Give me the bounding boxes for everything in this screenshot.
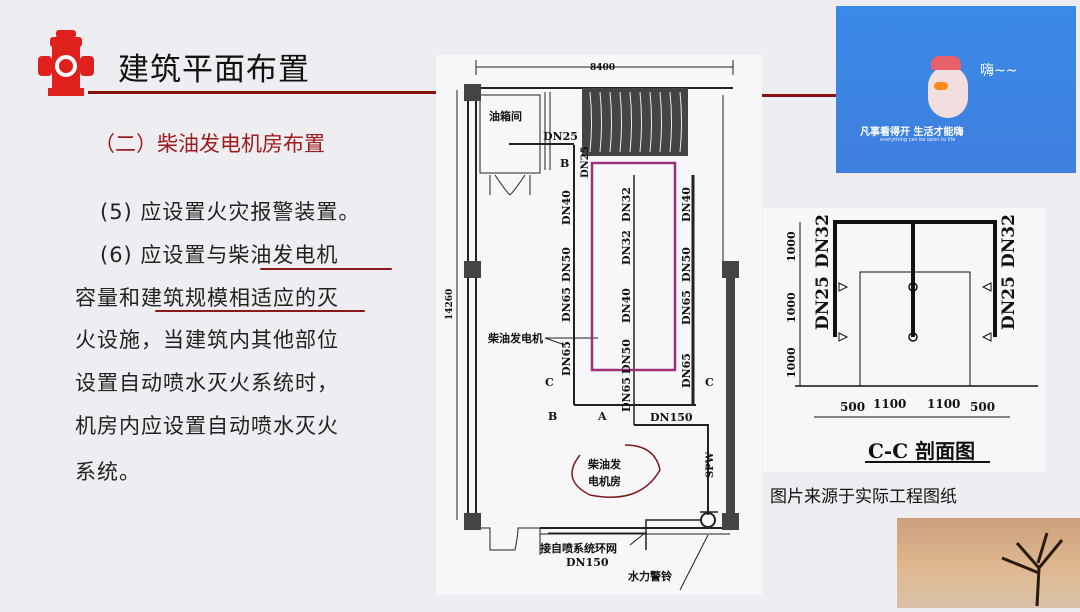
highlight-underline xyxy=(155,310,365,312)
section-title: C-C 剖面图 xyxy=(868,439,975,463)
oil-tank-room-label: 油箱间 xyxy=(489,109,522,123)
section-mark-b: B xyxy=(548,410,557,423)
pipe-label: DN40 xyxy=(560,190,573,225)
body-line: (6) 应设置与柴油发电机 xyxy=(100,243,339,267)
pipe-label: DN32 xyxy=(620,230,633,265)
title-divider xyxy=(88,91,436,94)
pipe-label: DN25 xyxy=(543,130,578,143)
body-line: 容量和建筑规模相适应的灭 xyxy=(75,286,339,310)
pipe-label: DN65 xyxy=(560,341,573,376)
page-title: 建筑平面布置 xyxy=(118,52,310,88)
section-mark-c: C xyxy=(545,376,554,389)
slogan-en-text: everything can be open to life xyxy=(880,137,956,143)
pipe-label: DN25 xyxy=(813,276,833,330)
dimension-width: 8400 xyxy=(590,63,615,73)
pipe-label: DN32 xyxy=(620,187,633,222)
pipe-label: SPW xyxy=(705,451,716,478)
pipe-label: DN65 xyxy=(620,377,633,412)
image-caption: 图片来源于实际工程图纸 xyxy=(770,487,957,507)
pipe-label: DN65 xyxy=(680,290,693,325)
pipe-label: DN25 xyxy=(999,276,1019,330)
dimension-height: 14260 xyxy=(445,289,455,320)
body-line: (5) 应设置火灾报警装置。 xyxy=(100,200,361,224)
height-dimension: 1000 xyxy=(785,231,798,262)
duck-beak xyxy=(934,82,948,90)
duck-hat xyxy=(931,56,961,70)
fire-hydrant-icon xyxy=(38,30,94,96)
pipe-label: DN50 xyxy=(560,247,573,282)
duck-mascot xyxy=(928,66,968,118)
height-dimension: 1000 xyxy=(785,292,798,323)
generator-label: 柴油发电机 xyxy=(487,331,543,345)
section-mark-b: B xyxy=(560,157,569,170)
body-line: 火设施，当建筑内其他部位 xyxy=(75,328,339,352)
body-line: 系统。 xyxy=(75,460,141,484)
pipe-label: DN32 xyxy=(999,214,1019,268)
height-dimension: 1000 xyxy=(785,347,798,378)
desert-photo xyxy=(897,518,1080,608)
title-divider-right xyxy=(762,94,838,97)
greeting-text: 嗨~~ xyxy=(980,63,1018,79)
body-line: 设置自动喷水灭火系统时， xyxy=(75,371,339,395)
width-dimension: 1100 xyxy=(873,397,906,411)
pipe-label: DN32 xyxy=(813,214,833,268)
dead-tree-icon xyxy=(1001,532,1064,607)
video-overlay: 嗨~~ 凡事看得开 生活才能嗨 everything can be open t… xyxy=(836,6,1076,173)
body-line: 机房内应设置自动喷水灭火 xyxy=(75,414,339,438)
room-label: 柴油发 xyxy=(587,457,622,471)
pipe-label: DN50 xyxy=(620,339,633,374)
width-dimension: 500 xyxy=(840,400,865,414)
pipe-label: DN50 xyxy=(680,247,693,282)
pipe-label: DN25 xyxy=(580,146,591,178)
slogan-text: 凡事看得开 生活才能嗨 xyxy=(860,127,964,138)
floor-plan-drawing: 8400 14260 油箱间 DN25 DN25 B DN40 DN50 DN6… xyxy=(436,55,762,595)
room-label: 电机房 xyxy=(588,474,621,488)
pipe-label: DN65 xyxy=(680,353,693,388)
width-dimension: 500 xyxy=(970,400,995,414)
connect-label: 接自喷系统环网 xyxy=(540,541,617,555)
pipe-label: DN150 xyxy=(566,556,609,569)
section-mark-c: C xyxy=(705,376,714,389)
highlight-underline xyxy=(260,268,392,270)
pipe-label: DN40 xyxy=(680,187,693,222)
pipe-label: DN65 xyxy=(560,287,573,322)
width-dimension: 1100 xyxy=(927,397,960,411)
pipe-label: DN150 xyxy=(650,411,693,424)
water-alarm-bell-label: 水力警铃 xyxy=(628,569,672,583)
pipe-label: DN40 xyxy=(620,288,633,323)
section-mark-a: A xyxy=(597,410,607,423)
section-subtitle: （二）柴油发电机房布置 xyxy=(94,132,325,156)
section-drawing: DN32 DN32 DN25 DN25 1000 1000 1000 500 1… xyxy=(763,208,1045,472)
